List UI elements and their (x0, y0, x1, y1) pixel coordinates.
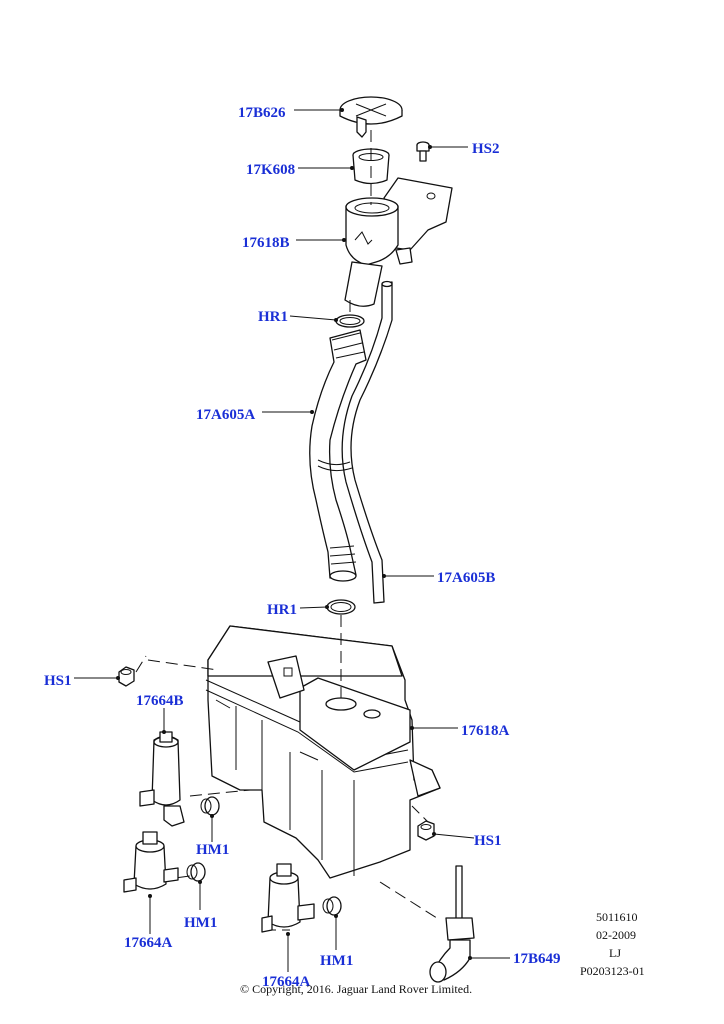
hose-clip-lower[interactable] (326, 599, 356, 615)
label-17664a-center: 17664A (262, 974, 311, 990)
label-17a605a: 17A605A (196, 407, 255, 423)
washer-reservoir[interactable] (205, 625, 441, 879)
label-17618a: 17618A (461, 723, 510, 739)
assembly-line-left-bolt (135, 655, 219, 673)
label-hr1-upper: HR1 (258, 309, 288, 325)
label-17k608: 17K608 (246, 162, 295, 178)
level-sensor[interactable] (429, 865, 475, 983)
filler-hose[interactable] (309, 329, 367, 582)
copyright-notice: © Copyright, 2016. Jaguar Land Rover Lim… (240, 982, 472, 996)
label-hm1-middle: HM1 (184, 915, 217, 931)
filler-cap[interactable] (339, 96, 403, 138)
reference-line-4: P0203123-01 (580, 964, 645, 978)
breather-tube[interactable] (341, 280, 393, 604)
washer-pump-upper[interactable] (139, 731, 185, 827)
reference-line-3: LJ (609, 946, 621, 960)
filler-neck[interactable] (344, 177, 453, 307)
label-hm1-lower: HM1 (320, 953, 353, 969)
bolt-hs1-right[interactable] (417, 820, 435, 841)
label-17a605b: 17A605B (437, 570, 495, 586)
label-hs2: HS2 (472, 141, 500, 157)
grommet-hm1-lower[interactable] (322, 896, 342, 916)
bolt-hs1-left[interactable] (118, 666, 135, 687)
label-17664b: 17664B (136, 693, 184, 709)
grommet-hm1-upper[interactable] (200, 796, 220, 816)
label-hs1-left: HS1 (44, 673, 72, 689)
label-17664a-left: 17664A (124, 935, 173, 951)
label-hs1-right: HS1 (474, 833, 502, 849)
reference-line-1: 5011610 (596, 910, 638, 924)
label-hm1-upper: HM1 (196, 842, 229, 858)
label-17b626: 17B626 (238, 105, 286, 121)
grommet-hm1-middle[interactable] (186, 862, 206, 882)
washer-pump-lower-left[interactable] (123, 831, 179, 893)
reference-line-2: 02-2009 (596, 928, 636, 942)
washer-pump-lower-center[interactable] (261, 863, 315, 933)
label-hr1-lower: HR1 (267, 602, 297, 618)
hose-clip-upper[interactable] (335, 314, 365, 328)
leader-lines (74, 108, 510, 972)
label-17618b: 17618B (242, 235, 290, 251)
label-17b649: 17B649 (513, 951, 561, 967)
assembly-line-sensor (379, 881, 441, 921)
bolt-hs2[interactable] (416, 141, 430, 162)
